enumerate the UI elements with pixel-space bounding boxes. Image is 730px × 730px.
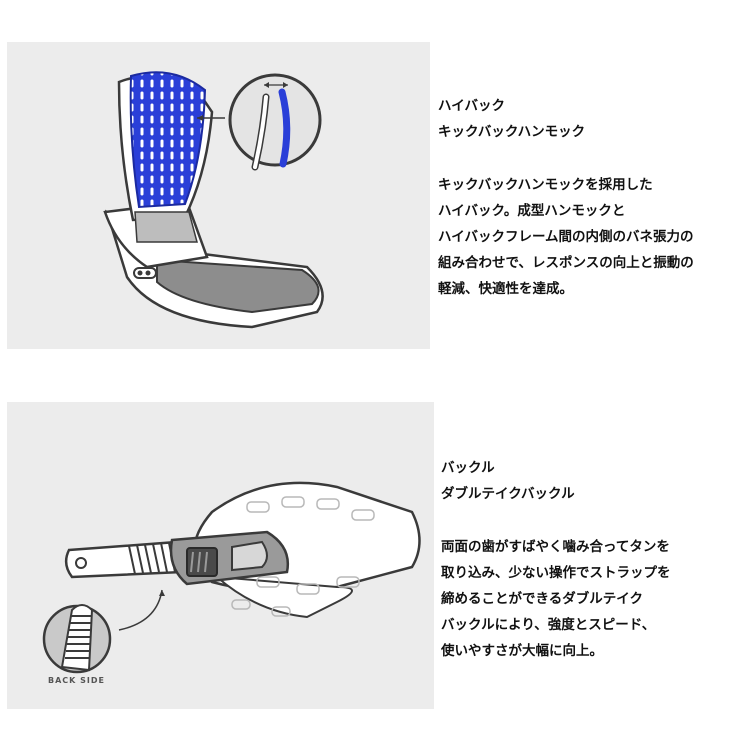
highback-title: ハイバック <box>438 98 505 114</box>
highback-description: ハイバック キックバックハンモック キックバックハンモックを採用した ハイバック… <box>438 93 694 302</box>
buckle-body-line: 使いやすさが大幅に向上。 <box>441 643 603 659</box>
highback-body-line: ハイバック。成型ハンモックと <box>438 203 626 219</box>
highback-subtitle: キックバックハンモック <box>438 124 586 140</box>
buckle-body-line: 締めることができるダブルテイク <box>441 591 643 607</box>
highback-body-line: 組み合わせで、レスポンスの向上と振動の <box>438 255 694 271</box>
buckle-body-line: 取り込み、少ない操作でストラップを <box>441 565 671 581</box>
buckle-description: バックル ダブルテイクバックル 両面の歯がすばやく噛み合ってタンを 取り込み、少… <box>441 455 671 664</box>
highback-body-line: キックバックハンモックを採用した <box>438 177 653 193</box>
buckle-body-line: 両面の歯がすばやく噛み合ってタンを <box>441 539 670 555</box>
highback-illustration <box>103 71 324 329</box>
buckle-body-line: バックルにより、強度とスピード、 <box>441 617 656 633</box>
highback-illustration-panel <box>7 42 430 349</box>
buckle-subtitle: ダブルテイクバックル <box>441 486 575 502</box>
buckle-illustration-panel <box>7 402 434 709</box>
buckle-title: バックル <box>441 460 495 476</box>
buckle-illustration <box>42 481 421 674</box>
back-side-label: BACK SIDE <box>48 676 105 685</box>
highback-body-line: 軽減、快適性を達成。 <box>438 281 573 297</box>
highback-body-line: ハイバックフレーム間の内側のバネ張力の <box>438 229 694 245</box>
